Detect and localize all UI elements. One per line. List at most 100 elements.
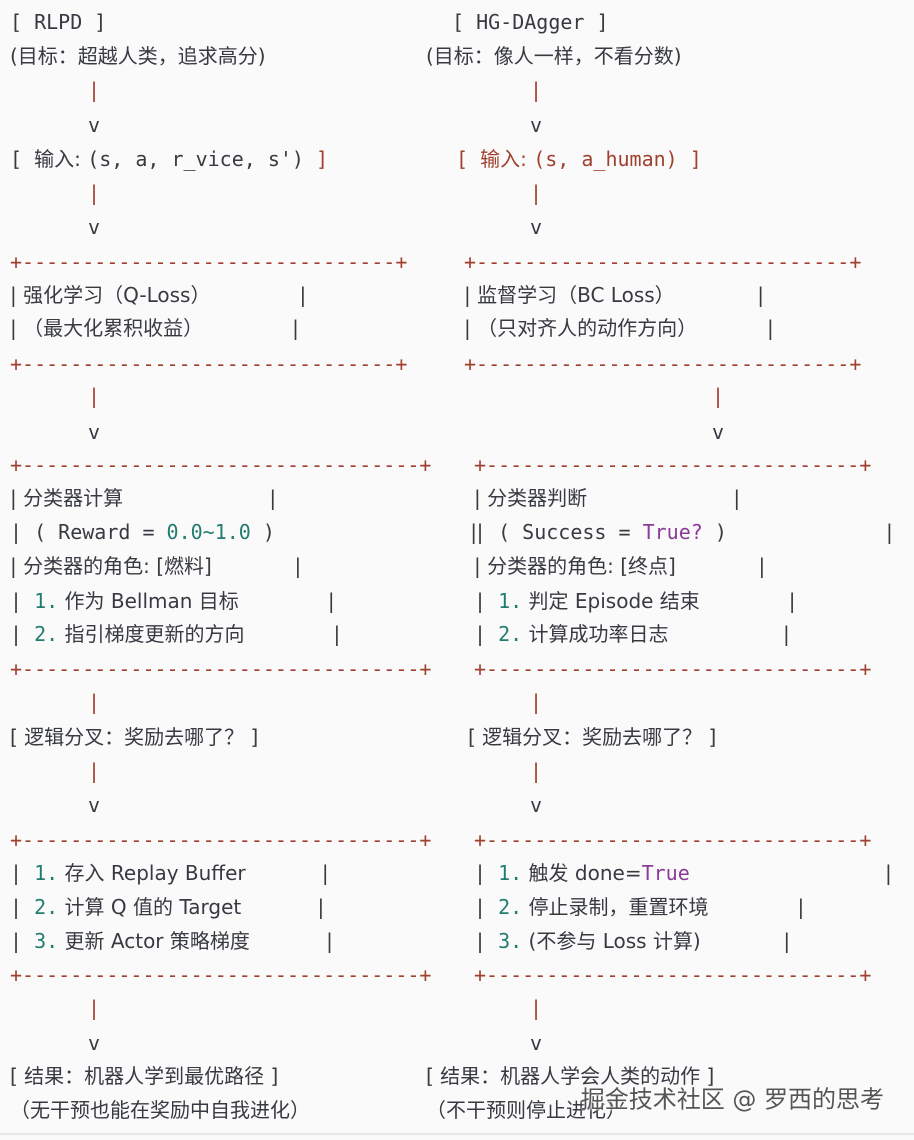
right-success-value: True? [642,520,703,544]
left-act-item3-bar: | [10,929,35,953]
left-act-item3-num: 3. [34,929,59,953]
left-learn-box-top: +-------------------------------+ [10,250,408,274]
right-input-close: ] [677,147,702,171]
left-reward-pre: | ( Reward = [10,520,167,544]
right-success-post: ) | [702,520,896,544]
left-arrow-head-3: v [88,420,101,444]
right-act-item1-text: 触发 done= [522,861,642,885]
right-result-note: （不干预则停止进化） [426,1098,626,1122]
left-reward-post: ) | [250,520,480,544]
right-action-item-1: | 1. 触发 done=True | [474,859,894,887]
right-act-item3-bar: | [474,929,499,953]
left-goal: (目标：超越人类，追求高分) [10,44,266,68]
right-act-item1-bar: | [474,861,499,885]
left-classifier-item-2: | 2. 指引梯度更新的方向 | [10,620,340,648]
left-arrow-bar-4: | [88,690,101,714]
right-action-box-bottom: +-------------------------------+ [474,963,872,987]
left-arrow-head-2: v [88,215,101,239]
left-arrow-bar-1: | [88,78,101,102]
left-learn-box-bottom: +-------------------------------+ [10,352,408,376]
right-input-label: 输入: [480,147,534,171]
right-arrow-head-2: v [530,215,543,239]
left-branch: [ 逻辑分叉：奖励去哪了？ ] [10,725,259,749]
left-arrow-bar-5: | [88,759,101,783]
left-learn-line-1: | 强化学习（Q-Loss） | [10,283,307,307]
left-input-line: [ 输入: (s, a, r_vice, s') ] [10,145,328,173]
right-goal: (目标：像人一样，不看分数) [426,44,682,68]
left-learn-line-2: | （最大化累积收益） | [10,316,299,340]
left-act-item3-text: 更新 Actor 策略梯度 | [58,929,333,953]
right-arrow-bar-4: | [530,690,543,714]
right-clf-item2-text: 计算成功率日志 | [522,622,790,646]
left-arrow-bar-3: | [88,384,101,408]
left-arrow-bar-6: | [88,996,101,1020]
right-learn-box-top: +-------------------------------+ [464,250,862,274]
right-act-item2-num: 2. [498,895,523,919]
right-action-box-top: +-------------------------------+ [474,828,872,852]
right-clf-item1-bar: | [474,589,499,613]
right-classifier-box-top: +-------------------------------+ [474,453,872,477]
left-classifier-box-bottom: +---------------------------------+ [10,657,432,681]
left-clf-item2-text: 指引梯度更新的方向 | [58,622,341,646]
left-act-item1-text: 存入 Replay Buffer | [58,861,329,885]
left-classifier-role: | 分类器的角色: [燃料] | [10,554,302,578]
right-arrow-head-6: v [530,1031,543,1055]
right-input-tuple: (s, a_human) [533,147,678,171]
right-arrow-bar-3: | [712,384,725,408]
right-clf-item1-text: 判定 Episode 结束 | [522,589,796,613]
right-clf-item2-num: 2. [498,622,523,646]
left-clf-item1-bar: | [10,589,35,613]
left-clf-item2-num: 2. [34,622,59,646]
left-act-item1-bar: | [10,861,35,885]
right-branch: [ 逻辑分叉：奖励去哪了？ ] [468,725,717,749]
left-clf-item2-bar: | [10,622,35,646]
right-arrow-head-1: v [530,113,543,137]
left-classifier-item-1: | 1. 作为 Bellman 目标 | [10,587,335,615]
right-arrow-bar-2: | [530,181,543,205]
left-act-item2-bar: | [10,895,35,919]
right-clf-item1-num: 1. [498,589,523,613]
left-action-item-3: | 3. 更新 Actor 策略梯度 | [10,927,333,955]
left-act-item2-text: 计算 Q 值的 Target | [58,895,325,919]
left-act-item2-num: 2. [34,895,59,919]
right-arrow-head-5: v [530,793,543,817]
watermark: 掘金技术社区 @ 罗西的思考 [580,1085,884,1114]
left-act-item1-num: 1. [34,861,59,885]
right-success-pre: | ( Success = [474,520,643,544]
right-act-item3-text: (不参与 Loss 计算) | [522,929,791,953]
left-input-close: ] [303,147,329,171]
right-act-item2-text: 停止录制，重置环境 | [522,895,805,919]
left-title: [ RLPD ] [10,10,107,34]
left-action-box-top: +---------------------------------+ [10,828,432,852]
right-action-item-3: | 3. (不参与 Loss 计算) | [474,927,790,955]
right-act-item1-post: | [689,861,895,885]
right-act-item1-keyword: True [641,861,690,885]
left-arrow-head-1: v [88,113,101,137]
right-arrow-bar-5: | [530,759,543,783]
right-input-line: [ 输入: (s, a_human) ] [456,145,702,173]
right-arrow-bar-1: | [530,78,543,102]
left-action-item-2: | 2. 计算 Q 值的 Target | [10,893,324,921]
right-classifier-box-bottom: +-------------------------------+ [474,657,872,681]
left-clf-item1-num: 1. [34,589,59,613]
left-action-box-bottom: +---------------------------------+ [10,963,432,987]
left-classifier-reward: | ( Reward = 0.0~1.0 ) | [10,518,480,546]
right-classifier-item-1: | 1. 判定 Episode 结束 | [474,587,796,615]
right-classifier-success: | ( Success = True? ) | [474,518,895,546]
left-clf-item1-text: 作为 Bellman 目标 | [58,589,335,613]
left-action-item-1: | 1. 存入 Replay Buffer | [10,859,329,887]
left-arrow-head-5: v [88,793,101,817]
right-clf-item2-bar: | [474,622,499,646]
left-reward-value: 0.0~1.0 [166,520,251,544]
right-classifier-role: | 分类器的角色: [终点] | [474,554,766,578]
right-action-item-2: | 2. 停止录制，重置环境 | [474,893,804,921]
left-arrow-bar-2: | [88,181,101,205]
left-result-note: （无干预也能在奖励中自我进化） [10,1098,310,1122]
right-act-item3-num: 3. [498,929,523,953]
left-classifier-box-top: +---------------------------------+ [10,453,432,477]
left-input-label: 输入: [34,147,88,171]
left-result: [ 结果：机器人学到最优路径 ] [10,1064,279,1088]
right-learn-line-2: | （只对齐人的动作方向） | [464,316,774,340]
right-result: [ 结果：机器人学会人类的动作 ] [426,1064,715,1088]
